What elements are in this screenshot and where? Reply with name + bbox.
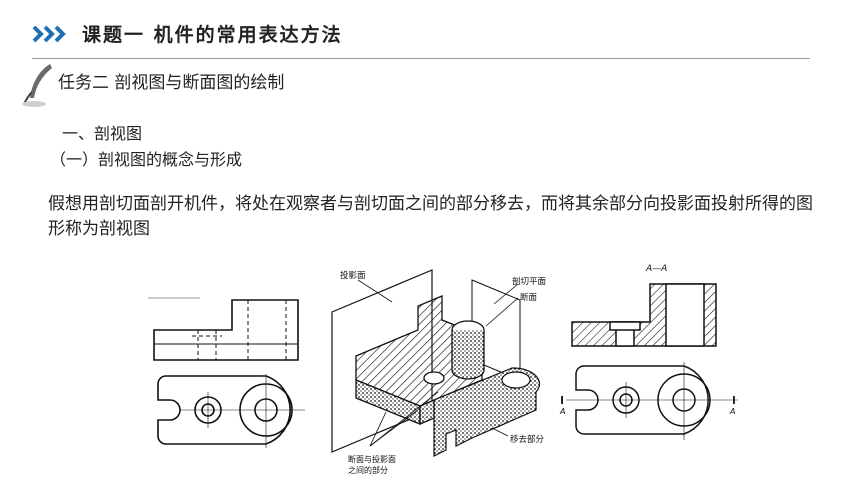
page-title: 课题一 机件的常用表达方法 [82, 24, 343, 46]
section-heading: 一、剖视图 [62, 124, 143, 143]
front-view [153, 299, 299, 361]
figure-section-view: A—A A A [558, 262, 748, 462]
section-front-view [571, 283, 717, 347]
header-divider [32, 58, 810, 59]
section-mark-right: A [729, 407, 735, 416]
figure-section-pictorial: 投影面 剖切平面 断面 移去部分 断面与投影面 之间的部分 [322, 260, 562, 480]
task-title: 任务二 剖视图与断面图的绘制 [58, 73, 285, 93]
figure-orthographic-views [140, 258, 310, 458]
label-section: 断面 [520, 292, 538, 303]
label-removed-part: 移去部分 [510, 434, 545, 445]
label-cutting-plane: 剖切平面 [512, 276, 547, 287]
section-mark-left: A [559, 407, 565, 416]
label-between-line2: 之间的部分 [348, 465, 388, 475]
label-projection-plane: 投影面 [340, 270, 366, 281]
definition-paragraph: 假想用剖切面剖开机件，将处在观察者与剖切面之间的部分移去，而将其余部分向投影面投… [48, 194, 813, 239]
quill-icon [22, 64, 52, 107]
section-title: A—A [645, 264, 667, 274]
chevrons-icon [32, 25, 66, 43]
label-between-line1: 断面与投影面 [348, 454, 396, 464]
section-subheading: （一）剖视图的概念与形成 [50, 150, 243, 169]
removed-part [433, 367, 541, 457]
